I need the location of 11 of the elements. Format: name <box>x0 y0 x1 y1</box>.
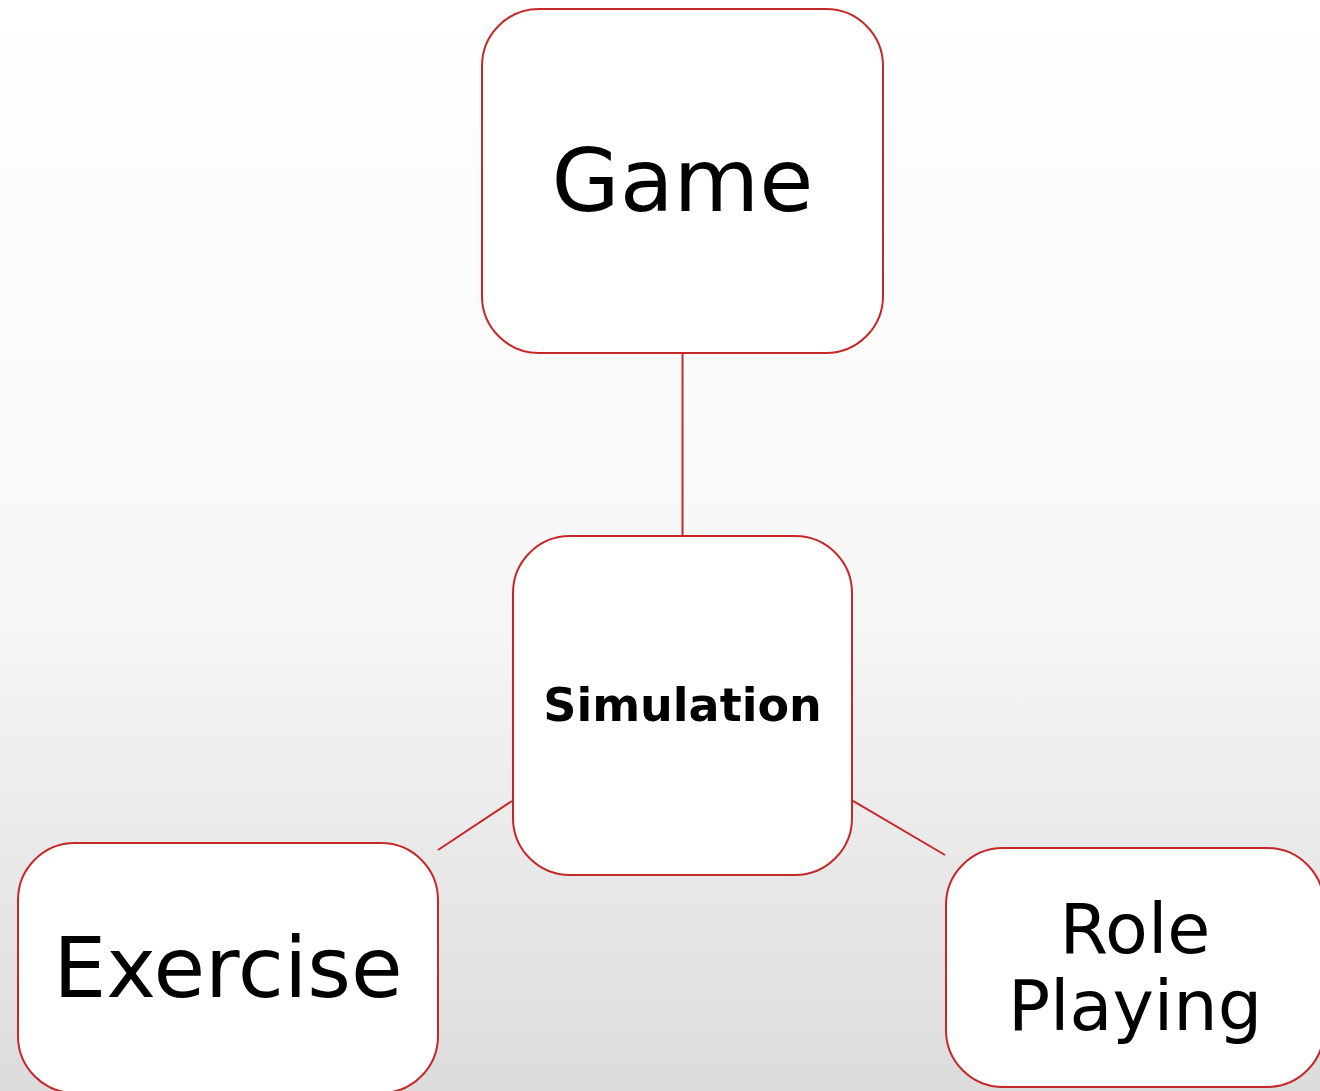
node-label: Role Playing <box>1006 890 1264 1045</box>
node-label: Game <box>551 132 814 230</box>
node-label: Exercise <box>53 921 403 1015</box>
node-label: Simulation <box>543 680 822 731</box>
rounded-box <box>481 8 884 354</box>
connector-line <box>681 353 684 536</box>
rounded-box <box>945 847 1320 1088</box>
rounded-box <box>512 535 853 876</box>
rounded-box <box>17 842 439 1091</box>
connector-line <box>437 800 513 851</box>
connector-line <box>852 800 946 856</box>
